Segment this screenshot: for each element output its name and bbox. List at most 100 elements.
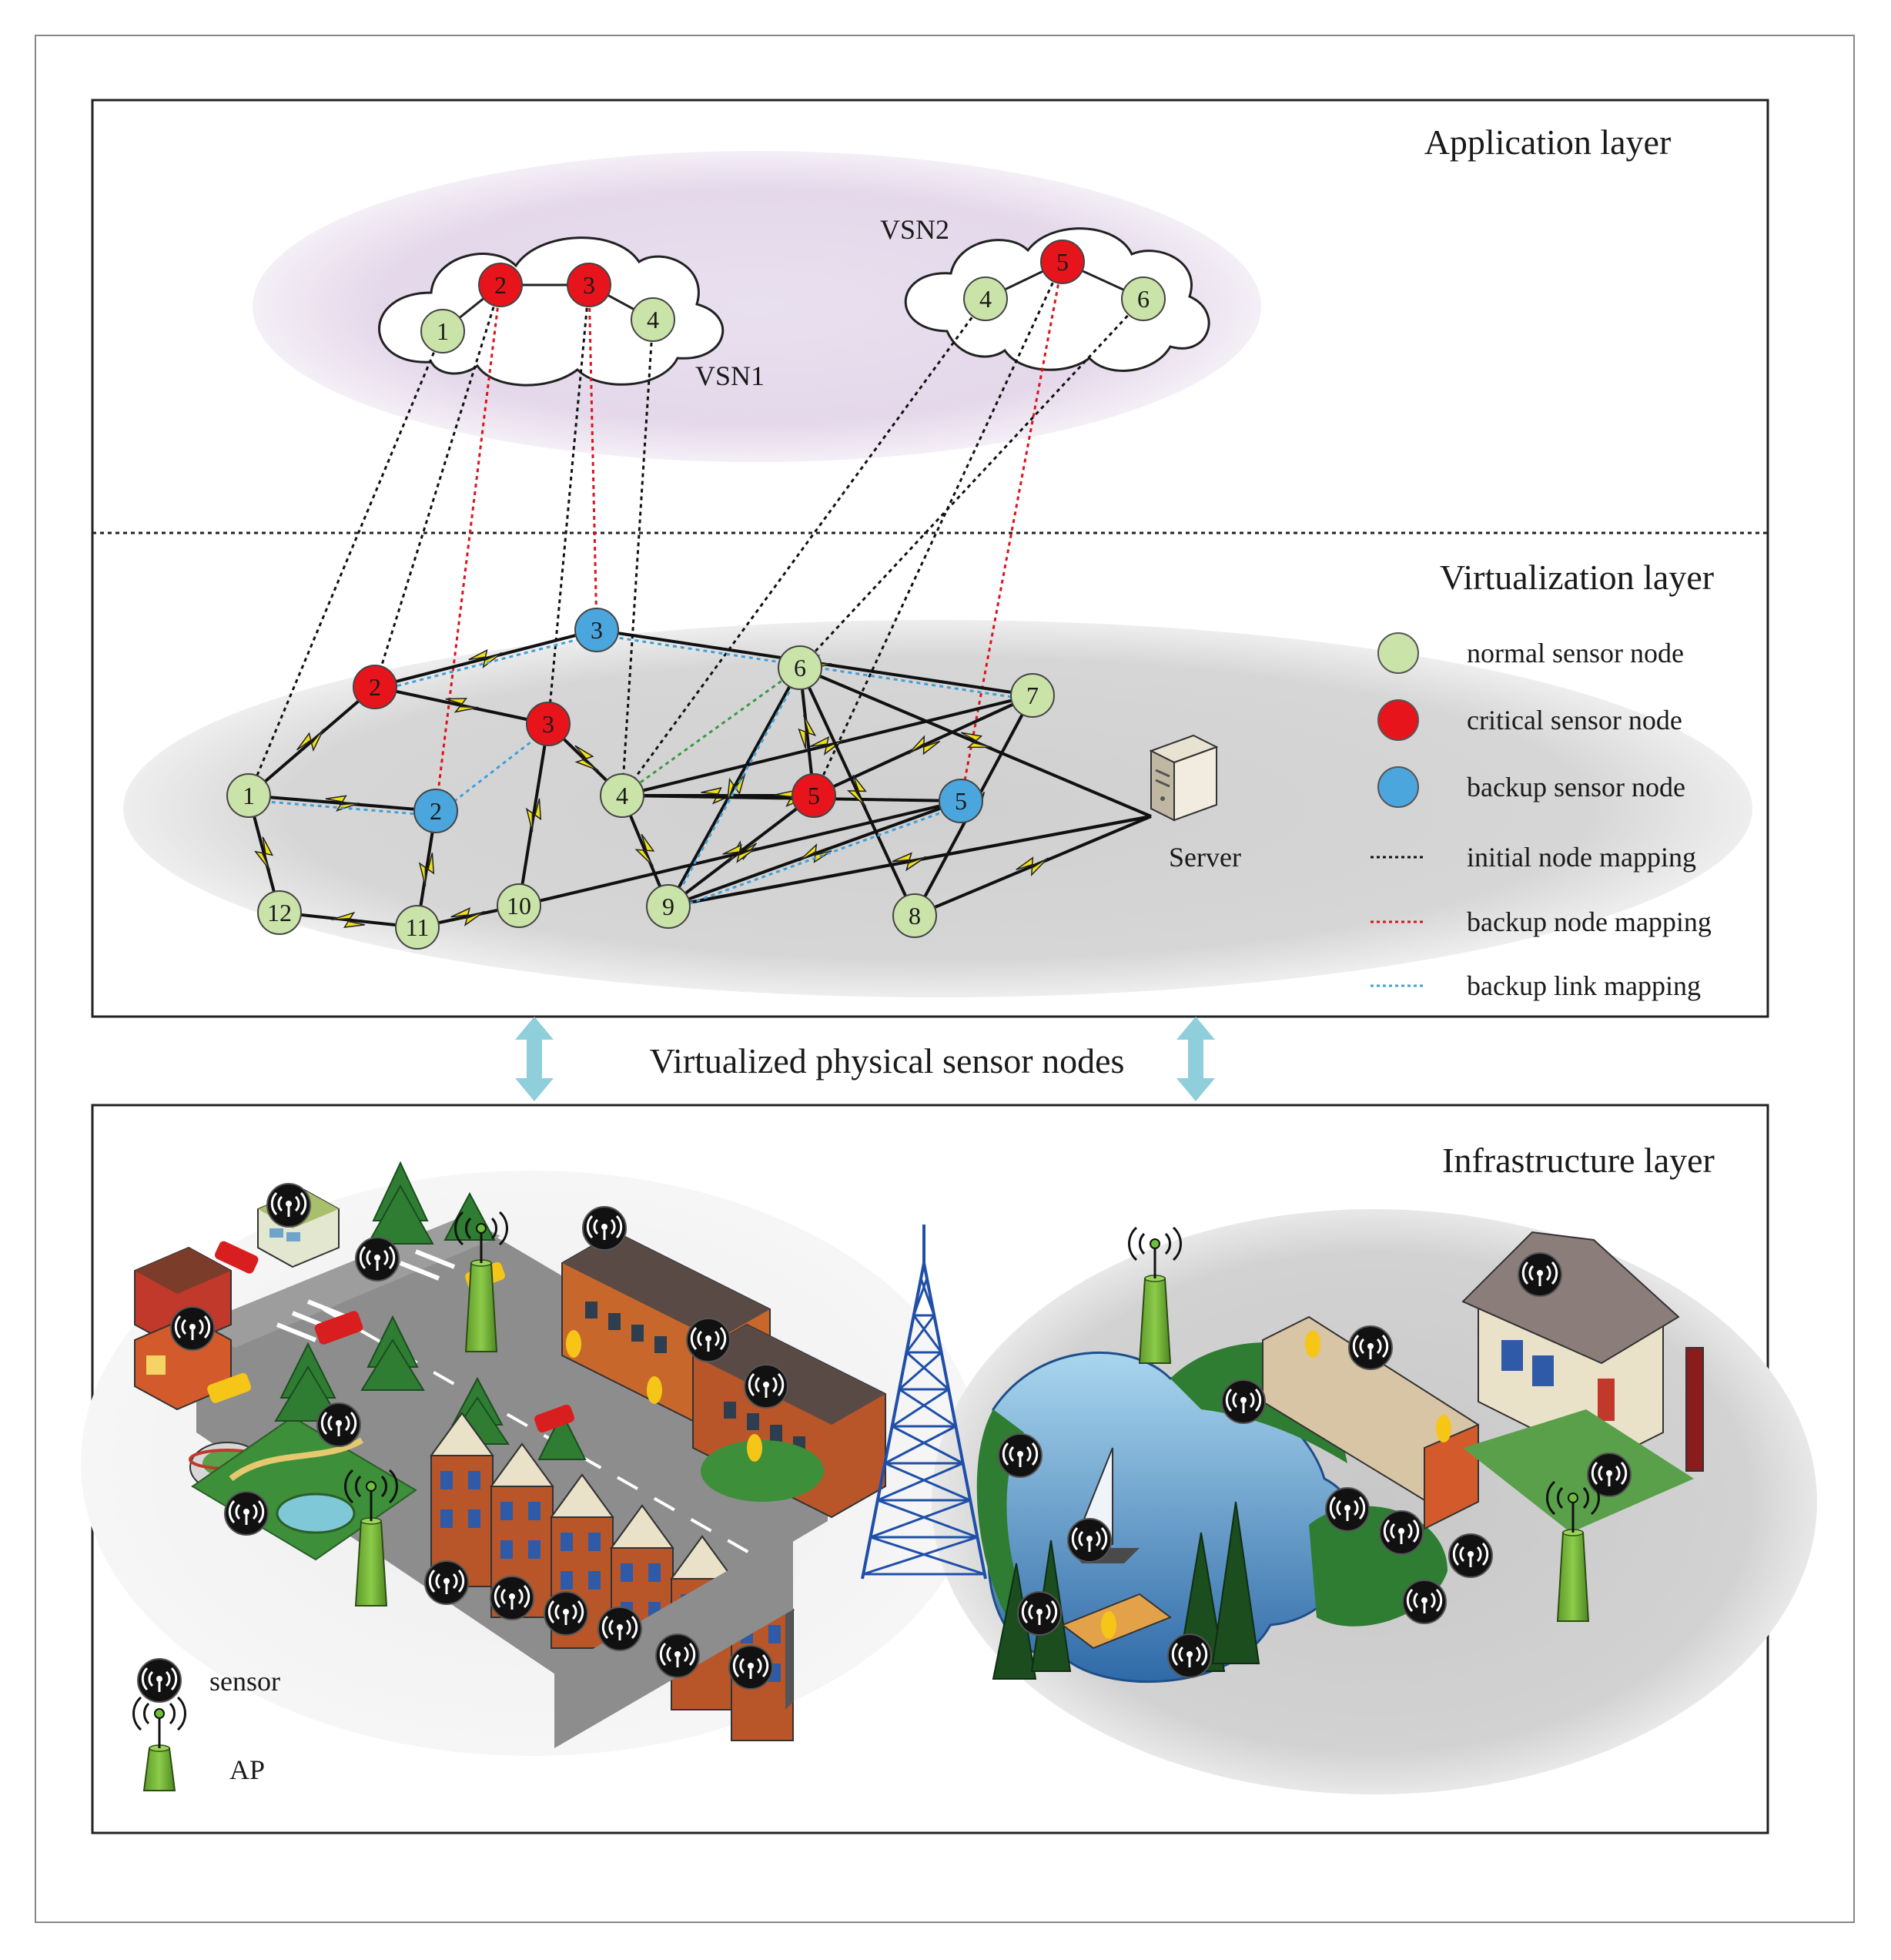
sensor-icon[interactable] [1518,1252,1562,1297]
sensor-icon[interactable] [224,1491,269,1536]
sensor-icon[interactable] [1448,1533,1493,1578]
vsn2-label: VSN2 [880,214,949,245]
physical-node-label: 9 [662,893,674,920]
physical-node-backup[interactable]: 3 [574,608,619,652]
initial-mapping-line [621,319,654,796]
wireless-link-icon [253,836,274,871]
double-arrow-left [515,1017,554,1101]
backup-node-mapping-line [959,261,1064,802]
physical-node-normal[interactable]: 9 [646,884,691,929]
vsn1-node-critical[interactable]: 3 [567,263,611,307]
physical-link [374,628,597,689]
sensor-icon[interactable] [728,1645,773,1690]
pedestrians [566,1330,762,1462]
legend-normal-swatch [1377,632,1419,674]
sensor-icon[interactable] [1167,1633,1212,1678]
sensor-icon[interactable] [424,1560,469,1605]
physical-node-normal[interactable]: 8 [892,893,937,938]
physical-node-normal[interactable]: 6 [778,645,822,690]
wireless-link-icon [574,745,599,772]
physical-node-normal[interactable]: 7 [1010,673,1055,718]
wireless-link-icon [809,735,844,756]
sensor-icon[interactable] [1017,1591,1062,1636]
vsn2-node-normal[interactable]: 6 [1121,276,1166,321]
sensor-icon[interactable] [686,1318,731,1362]
legend-ap-label: AP [229,1754,265,1785]
transmission-tower [861,1225,987,1580]
wireless-link-icon [331,911,366,928]
access-point-icon[interactable] [344,1469,398,1607]
physical-node-label: 5 [955,787,967,815]
sensor-icon[interactable] [655,1633,700,1678]
physical-link [248,794,437,812]
physical-node-normal[interactable]: 11 [395,905,440,950]
physical-node-label: 12 [267,899,292,926]
physical-link [374,685,549,725]
physical-node-critical[interactable]: 5 [792,773,836,818]
sensor-icon[interactable] [316,1402,361,1447]
sensor-icon[interactable] [170,1306,215,1351]
sensor-icon[interactable] [1221,1379,1266,1424]
physical-node-normal[interactable]: 1 [226,773,271,818]
physical-node-label: 11 [406,913,430,941]
physical-link [667,794,815,908]
sensor-icon[interactable] [490,1576,534,1620]
vsn1-node-critical[interactable]: 2 [478,263,523,307]
infrastructure-legend [132,1658,186,1791]
backup-node-mapping-line [434,284,502,812]
access-point-icon[interactable] [1128,1226,1182,1364]
application-layer-title: Application layer [1424,122,1672,162]
sensor-icon[interactable] [1067,1518,1112,1563]
wireless-link-icon [296,729,325,752]
sensor-icon[interactable] [998,1433,1043,1478]
backup-link-mapping-line [668,804,962,913]
physical-link [621,794,962,802]
wireless-link-icon [634,833,655,867]
sensor-icon[interactable] [1587,1452,1632,1497]
access-point-icon[interactable] [1546,1480,1600,1622]
physical-node-label: 10 [507,892,531,920]
legend-ap-icon[interactable] [132,1696,186,1791]
initial-mapping-line [621,298,987,796]
physical-node-label: 7 [1026,682,1039,709]
physical-node-normal[interactable]: 4 [600,773,644,818]
access-point-icon[interactable] [454,1211,508,1352]
vsn2-node-normal[interactable]: 4 [963,276,1008,321]
sensors [170,1183,1632,1690]
wireless-link-icon [960,732,992,749]
physical-node-backup[interactable]: 5 [939,779,983,823]
server-icon[interactable] [1149,734,1219,822]
sensor-icon[interactable] [744,1364,788,1409]
sensor-icon[interactable] [1379,1510,1424,1555]
sensor-icon[interactable] [544,1591,588,1636]
vsn1-label: VSN1 [695,360,765,391]
physical-node-critical[interactable]: 2 [353,665,397,709]
server-label: Server [1169,842,1241,873]
physical-node-normal[interactable]: 10 [497,883,541,928]
sensor-icon[interactable] [1402,1580,1447,1624]
physical-node-label: 8 [909,902,921,930]
sensor-icon[interactable] [355,1237,400,1282]
legend-critical-swatch [1377,699,1419,741]
physical-node-backup[interactable]: 2 [413,789,458,833]
physical-node-critical[interactable]: 3 [526,702,571,746]
suburban-house [1461,1231,1704,1533]
wireless-link-icon [450,907,485,926]
vsn2-node-critical[interactable]: 5 [1040,240,1085,284]
sensor-icon[interactable] [582,1206,627,1251]
vsn1-node-normal[interactable]: 1 [420,309,465,353]
legend-sensor-icon[interactable] [137,1658,182,1703]
physical-node-normal[interactable]: 12 [257,890,302,935]
sensor-icon[interactable] [597,1607,642,1651]
vsn1-node-label: 3 [583,271,595,299]
physical-node-label: 2 [369,673,381,701]
sensor-icon[interactable] [266,1183,311,1228]
vsn1-node-normal[interactable]: 4 [631,297,675,342]
sensor-icon[interactable] [1325,1487,1370,1532]
double-arrow-right [1176,1017,1215,1101]
sensor-icon[interactable] [1348,1325,1393,1370]
physical-link [798,667,916,916]
